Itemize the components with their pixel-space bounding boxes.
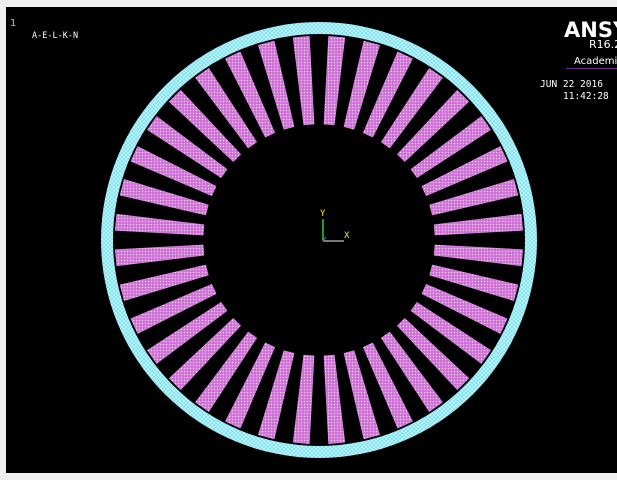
stator-slot xyxy=(130,283,217,334)
stator-slot xyxy=(323,354,346,445)
stator-slot xyxy=(396,317,470,391)
stator-slot xyxy=(168,317,242,391)
stator-slot xyxy=(258,40,295,130)
edition-label: Academic xyxy=(566,55,617,69)
stator-slot xyxy=(195,331,258,412)
ansys-logo: ANSYS xyxy=(564,18,617,42)
stator-slot xyxy=(433,244,524,267)
stator-slot xyxy=(433,213,524,236)
stator-slot xyxy=(410,116,491,179)
stator-slot xyxy=(130,146,217,197)
version-label: R16.2 xyxy=(589,38,617,51)
date-label: JUN 22 2016 xyxy=(540,79,603,90)
model-viewport[interactable]: Y X xyxy=(6,7,617,473)
stator-slot xyxy=(396,89,470,163)
stator-slot xyxy=(429,179,519,216)
coordinate-triad: Y X xyxy=(320,209,350,242)
stator-slot xyxy=(421,283,508,334)
stator-slot xyxy=(114,213,205,236)
stator-slot xyxy=(225,342,276,429)
stator-slot xyxy=(195,68,258,149)
stator-model xyxy=(101,22,537,458)
slot-group xyxy=(114,35,524,445)
stator-slot xyxy=(147,301,228,364)
stator-slot xyxy=(225,51,276,138)
stator-slot xyxy=(292,354,315,445)
stator-slot xyxy=(119,264,209,301)
stator-slot xyxy=(380,68,443,149)
bore xyxy=(209,130,429,350)
stator-slot xyxy=(147,116,228,179)
stator-slot xyxy=(380,331,443,412)
stator-slot xyxy=(343,40,380,130)
stator-slot xyxy=(362,342,413,429)
stator-slot xyxy=(362,51,413,138)
stator-slot xyxy=(258,350,295,440)
window-number: 1 xyxy=(10,18,17,29)
stator-slot xyxy=(168,89,242,163)
triad-y-label: Y xyxy=(320,209,326,219)
stator-slot xyxy=(323,35,346,126)
stator-slot xyxy=(410,301,491,364)
time-label: 11:42:28 xyxy=(563,91,609,102)
triad-x-label: X xyxy=(344,231,350,241)
stator-slot xyxy=(119,179,209,216)
stator-slot xyxy=(343,350,380,440)
stator-slot xyxy=(114,244,205,267)
stator-slot xyxy=(429,264,519,301)
graphics-window[interactable]: Y X 1 A-E-L-K-N ANSYS R16.2 Academic JUN… xyxy=(6,7,617,473)
stator-slot xyxy=(421,146,508,197)
plot-label: A-E-L-K-N xyxy=(32,31,79,41)
stator-slot xyxy=(292,35,315,126)
triad-z-axis xyxy=(322,236,327,242)
